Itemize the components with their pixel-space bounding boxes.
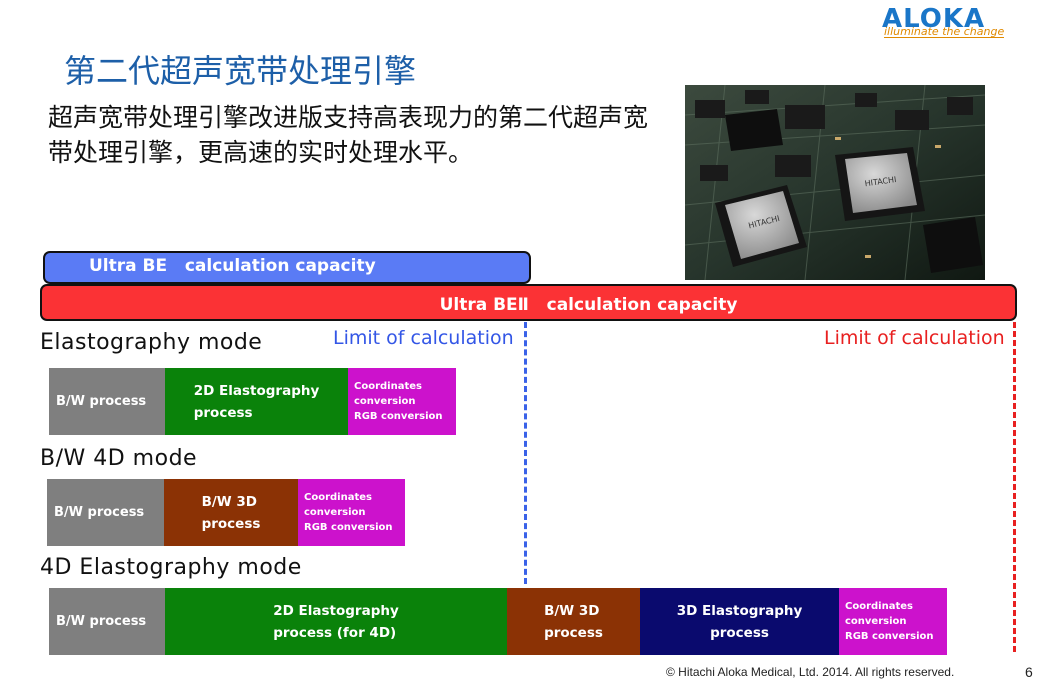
- mode-label-elastography: Elastography mode: [40, 330, 263, 355]
- mode-label-4d-elastography: 4D Elastography mode: [40, 555, 302, 580]
- block-label: Coordinates conversion RGB conversion: [845, 601, 934, 642]
- block-label: B/W process: [56, 394, 147, 409]
- processor-chip-1: HITACHI: [715, 185, 807, 267]
- limit-label-ultra-be2: Limit of calculation: [824, 327, 1005, 349]
- circuit-board-photo: HITACHI HITACHI: [685, 85, 985, 280]
- e4d-3d-elasto-process-block: 3D Elastography process: [640, 588, 839, 655]
- page-number: 6: [1025, 664, 1033, 680]
- block-label: B/W 3D process: [544, 602, 603, 641]
- e4d-coord-rgb-block: Coordinates conversion RGB conversion: [839, 588, 947, 655]
- slide-body-text: 超声宽带处理引擎改进版支持高表现力的第二代超声宽带处理引擎，更高速的实时处理水平…: [48, 103, 649, 167]
- e4d-bw3d-process-block: B/W 3D process: [507, 588, 640, 655]
- ultra-be2-capacity-bar: Ultra BEⅡ calculation capacity: [40, 284, 1017, 321]
- aloka-tagline: illuminate the change: [884, 25, 1005, 38]
- block-label: Coordinates conversion RGB conversion: [354, 381, 443, 422]
- block-label: B/W process: [54, 505, 145, 520]
- elasto-coord-rgb-block: Coordinates conversion RGB conversion: [348, 368, 456, 435]
- processor-chip-2: HITACHI: [835, 147, 925, 221]
- svg-text:HITACHI: HITACHI: [864, 175, 897, 188]
- block-label: B/W 3D process: [201, 493, 261, 532]
- aloka-logo: ALOKA: [882, 4, 986, 34]
- elasto-bw-process-block: B/W process: [49, 368, 165, 435]
- limit-line-ultra-be2: [1013, 322, 1016, 652]
- limit-label-ultra-be: Limit of calculation: [333, 327, 514, 349]
- ultra-be-capacity-bar: Ultra BE calculation capacity: [43, 251, 531, 284]
- e4d-bw-process-block: B/W process: [49, 588, 165, 655]
- block-label: Coordinates conversion RGB conversion: [304, 492, 393, 533]
- circuit-board-image: HITACHI HITACHI: [685, 85, 985, 280]
- block-label: B/W process: [56, 614, 147, 629]
- bw4d-bw-process-block: B/W process: [47, 479, 164, 546]
- bw4d-coord-rgb-block: Coordinates conversion RGB conversion: [298, 479, 405, 546]
- ultra-be-capacity-label: Ultra BE calculation capacity: [89, 256, 376, 276]
- mode-label-bw4d: B/W 4D mode: [40, 446, 198, 471]
- block-label: 3D Elastography process: [676, 602, 803, 641]
- limit-line-ultra-be: [524, 322, 527, 584]
- block-label: 2D Elastography process (for 4D): [273, 602, 399, 641]
- elasto-2d-process-block: 2D Elastography process: [165, 368, 348, 435]
- bw4d-3d-process-block: B/W 3D process: [164, 479, 298, 546]
- ultra-be2-capacity-label: Ultra BEⅡ calculation capacity: [439, 295, 738, 315]
- copyright-footer: © Hitachi Aloka Medical, Ltd. 2014. All …: [666, 665, 955, 679]
- block-label: 2D Elastography process: [193, 382, 320, 421]
- e4d-2d-process-block: 2D Elastography process (for 4D): [165, 588, 507, 655]
- slide-title: 第二代超声宽带处理引擎: [64, 52, 417, 90]
